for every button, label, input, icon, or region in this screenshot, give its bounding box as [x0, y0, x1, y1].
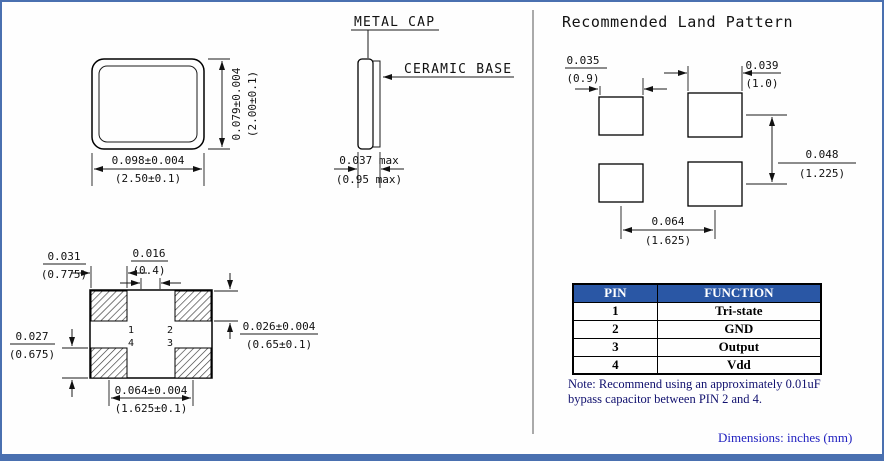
- note-line-1: Note: Recommend using an approximately 0…: [568, 377, 821, 391]
- land-pattern: Recommended Land Pattern 0.035 (0.9) 0.0…: [562, 13, 856, 247]
- pad-width-left-mm: (0.9): [566, 72, 599, 85]
- corner-pad-dimension: 0.027 (0.675): [9, 329, 88, 397]
- land-pattern-row-pitch-dimension: 0.048 (1.225): [746, 114, 856, 185]
- pin-function-table: PIN FUNCTION 1 Tri-state 2 GND 3 Output …: [572, 283, 822, 376]
- table-row: 2 GND: [572, 319, 822, 339]
- ceramic-base-callout: CERAMIC BASE: [383, 62, 514, 80]
- col-pitch-mm: (1.625): [645, 234, 691, 247]
- pad-height-inches: 0.026±0.004: [243, 320, 316, 333]
- function-cell: GND: [656, 319, 822, 339]
- center-gap-dimension: 0.016 (0.4): [120, 247, 181, 289]
- pin-table-header-function: FUNCTION: [656, 283, 822, 303]
- side-view-thickness-mm: (0.95 max): [336, 173, 402, 186]
- center-gap-inches: 0.016: [132, 247, 165, 260]
- bypass-capacitor-note: Note: Recommend using an approximately 0…: [568, 377, 868, 408]
- row-pitch-mm: (1.225): [799, 167, 845, 180]
- pad-height-dimension: 0.026±0.004 (0.65±0.1): [214, 273, 318, 351]
- pad-width-dimension: 0.031 (0.775): [41, 250, 147, 288]
- note-line-2: bypass capacitor between PIN 2 and 4.: [568, 392, 763, 407]
- bottom-pad-1: [90, 290, 128, 322]
- corner-inches: 0.027: [15, 330, 48, 343]
- pin-2-number: 2: [167, 325, 173, 336]
- land-pad-bottom-right: [687, 161, 743, 207]
- pad-pitch-inches: 0.064±0.004: [115, 384, 188, 397]
- land-pad-top-left: [598, 96, 644, 136]
- pad-height-mm: (0.65±0.1): [246, 338, 312, 351]
- pad-width-right-mm: (1.0): [745, 77, 778, 90]
- bottom-view-outline: [89, 289, 213, 379]
- land-pad-right-width-dimension: 0.039 (1.0): [664, 59, 781, 91]
- pin-4-number: 4: [128, 338, 134, 349]
- pin-cell: 3: [572, 337, 658, 357]
- land-pad-bottom-left: [598, 163, 644, 203]
- function-cell: Vdd: [656, 355, 822, 375]
- bottom-pad-2: [174, 290, 212, 322]
- bottom-view: 1 2 4 3 0.016 (0.4) 0.031 (0.775) 0.027 …: [9, 247, 318, 415]
- land-pattern-col-pitch-dimension: 0.064 (1.625): [620, 206, 716, 247]
- bottom-pad-3: [174, 347, 212, 379]
- function-cell: Tri-state: [656, 301, 822, 321]
- pad-width-right-inches: 0.039: [745, 59, 778, 72]
- side-view: METAL CAP CERAMIC BASE 0.037 max (0.95 m…: [334, 15, 514, 188]
- pad-pitch-mm: (1.625±0.1): [115, 402, 188, 415]
- col-pitch-inches: 0.064: [651, 215, 684, 228]
- side-view-thickness-dimension: 0.037 max (0.95 max): [334, 152, 404, 188]
- top-view-width-mm: (2.50±0.1): [115, 172, 181, 185]
- dimensions-units-note: Dimensions: inches (mm): [718, 430, 853, 445]
- land-pad-top-right: [687, 92, 743, 138]
- bottom-pad-4: [90, 347, 128, 379]
- pad-width-mm: (0.775): [41, 268, 87, 281]
- package-inner-outline: [98, 65, 198, 143]
- metal-cap-callout: METAL CAP: [351, 15, 439, 58]
- pin-1-number: 1: [128, 325, 134, 336]
- pin-table-header-pin: PIN: [572, 283, 658, 303]
- top-view-height-inches: 0.079±0.004: [230, 67, 243, 140]
- center-gap-mm: (0.4): [132, 264, 165, 277]
- pad-width-inches: 0.031: [47, 250, 80, 263]
- corner-mm: (0.675): [9, 348, 55, 361]
- top-view-width-inches: 0.098±0.004: [112, 154, 185, 167]
- package-outer-outline: [91, 58, 205, 150]
- top-view-height-mm: (2.00±0.1): [246, 71, 259, 137]
- pin-cell: 1: [572, 301, 658, 321]
- top-view-width-dimension: 0.098±0.004 (2.50±0.1): [91, 153, 205, 186]
- top-view-height-dimension: 0.079±0.004 (2.00±0.1): [208, 58, 259, 150]
- pin-3-number: 3: [167, 338, 173, 349]
- pin-cell: 4: [572, 355, 658, 375]
- pad-width-left-inches: 0.035: [566, 54, 599, 67]
- table-row: 4 Vdd: [572, 355, 822, 375]
- top-view: 0.098±0.004 (2.50±0.1) 0.079±0.004 (2.00…: [91, 58, 259, 186]
- ceramic-base-shape: [372, 60, 381, 148]
- pad-pitch-dimension: 0.064±0.004 (1.625±0.1): [108, 380, 194, 415]
- metal-cap-label: METAL CAP: [354, 15, 435, 30]
- land-pattern-title: Recommended Land Pattern: [562, 13, 793, 31]
- metal-cap-shape: [357, 58, 374, 150]
- side-view-thickness-inches: 0.037 max: [339, 154, 399, 167]
- table-row: 1 Tri-state: [572, 301, 822, 321]
- pin-cell: 2: [572, 319, 658, 339]
- table-row: 3 Output: [572, 337, 822, 357]
- land-pad-left-width-dimension: 0.035 (0.9): [565, 54, 667, 95]
- row-pitch-inches: 0.048: [805, 148, 838, 161]
- function-cell: Output: [656, 337, 822, 357]
- pin-table-header-row: PIN FUNCTION: [572, 283, 822, 303]
- ceramic-base-label: CERAMIC BASE: [404, 62, 512, 77]
